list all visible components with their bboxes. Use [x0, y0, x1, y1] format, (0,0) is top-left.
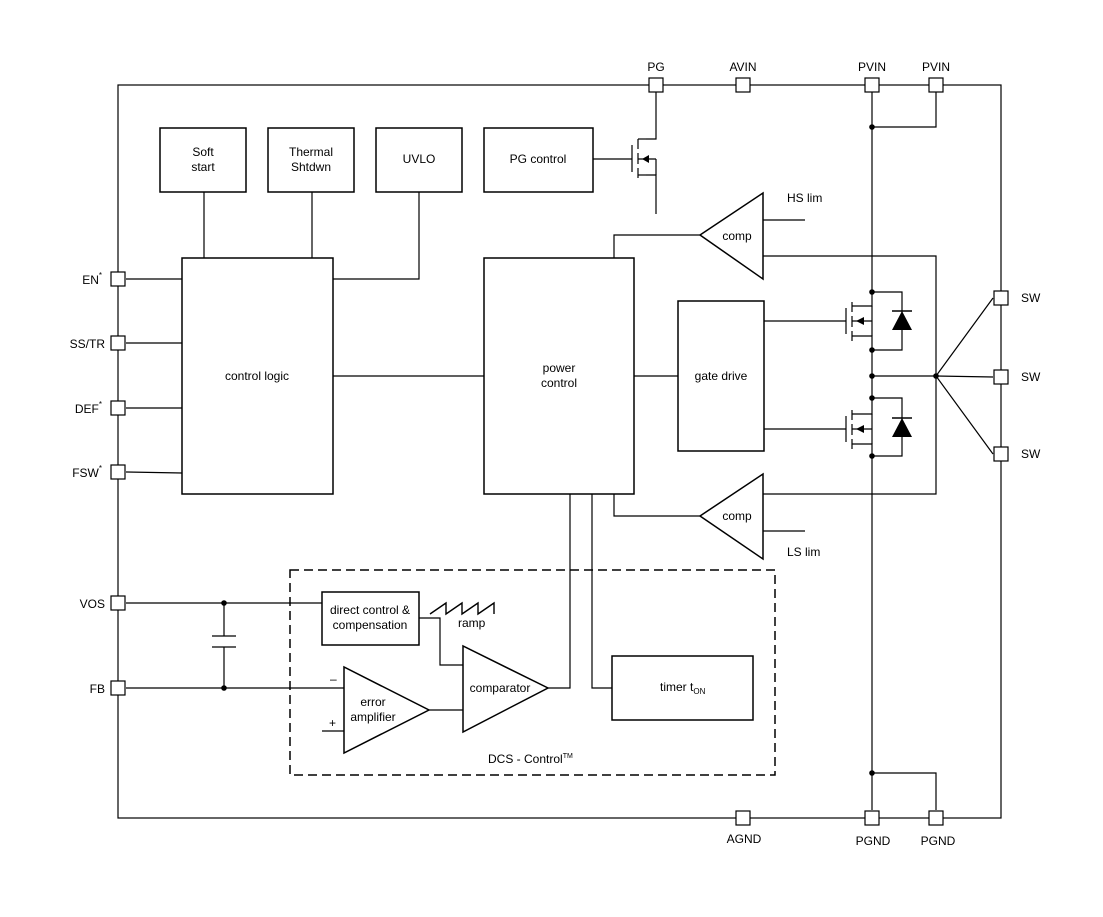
thermal-line1: Thermal	[289, 145, 333, 159]
gate-drive-label: gate drive	[695, 369, 748, 383]
pin-label-pg: PG	[647, 60, 664, 74]
pin-label-vos: VOS	[80, 597, 105, 611]
comparator-label: comparator	[470, 681, 531, 695]
pin-pgnd-1	[864, 810, 880, 826]
power-control-line2: control	[541, 376, 577, 390]
high-side-diode-icon	[872, 291, 912, 351]
control-logic-block	[181, 257, 334, 495]
pg-mosfet-icon	[631, 138, 657, 178]
pin-label-sw-1: SW	[1021, 291, 1041, 305]
pin-label-fb: FB	[90, 682, 105, 696]
pin-label-sstr: SS/TR	[70, 337, 106, 351]
error-amp-line1: error	[360, 695, 385, 709]
dcs-control-label: DCS - ControlTM	[488, 752, 573, 766]
direct-control-block	[321, 591, 420, 646]
ls-lim-label: LS lim	[787, 545, 820, 559]
direct-control-line2: compensation	[333, 618, 408, 632]
minus-sign: –	[330, 672, 337, 686]
hs-lim-label: HS lim	[787, 191, 822, 205]
pin-label-sw-3: SW	[1021, 447, 1041, 461]
uvlo-label: UVLO	[403, 152, 436, 166]
pin-label-en: EN*	[82, 271, 102, 287]
pin-vos	[110, 595, 126, 611]
pin-agnd	[735, 810, 751, 826]
error-amplifier-triangle	[343, 665, 431, 755]
ramp-label: ramp	[458, 616, 486, 630]
pin-label-pgnd-1: PGND	[856, 834, 891, 848]
ls-comp-label: comp	[722, 509, 752, 523]
error-amp-line2: amplifier	[350, 710, 395, 724]
pins	[110, 77, 1009, 826]
control-logic-label: control logic	[225, 369, 289, 383]
low-side-mosfet-icon	[845, 398, 873, 456]
soft-start-block	[159, 127, 247, 193]
pin-sw-2	[993, 369, 1009, 385]
pin-label-pgnd-2: PGND	[921, 834, 956, 848]
pin-label-pvin-1: PVIN	[858, 60, 886, 74]
timer-label: timer tON	[660, 680, 706, 696]
ls-comparator	[698, 472, 764, 561]
pin-label-fsw: FSW*	[72, 464, 102, 480]
pin-label-agnd: AGND	[727, 832, 762, 846]
thermal-line2: Shtdwn	[291, 160, 331, 174]
pin-label-pvin-2: PVIN	[922, 60, 950, 74]
dcs-control-region	[289, 569, 776, 776]
pin-pgnd-2	[928, 810, 944, 826]
timer-block	[611, 655, 754, 721]
soft-start-line1: Soft	[192, 145, 214, 159]
direct-control-line1: direct control &	[330, 603, 410, 617]
pin-avin	[735, 77, 751, 93]
pin-sw-1	[993, 290, 1009, 306]
uvlo-block	[375, 127, 463, 193]
pin-label-def: DEF*	[75, 400, 102, 416]
pin-label-avin: AVIN	[729, 60, 756, 74]
soft-start-line2: start	[191, 160, 215, 174]
gate-drive-block	[677, 300, 765, 452]
power-control-block	[483, 257, 635, 495]
pin-def	[110, 400, 126, 416]
pin-pvin-1	[864, 77, 880, 93]
comparator-triangle	[462, 644, 550, 734]
pin-pg	[648, 77, 664, 93]
power-control-line1: power	[543, 361, 576, 375]
hs-comp-label: comp	[722, 229, 752, 243]
low-side-diode-icon	[872, 397, 912, 457]
pg-control-block	[483, 127, 594, 193]
hs-comparator	[698, 191, 764, 281]
pin-label-sw-2: SW	[1021, 370, 1041, 384]
thermal-shutdown-block	[267, 127, 355, 193]
ramp-icon	[429, 601, 495, 616]
pin-fsw	[110, 464, 126, 480]
plus-sign: +	[329, 716, 336, 730]
pin-pvin-2	[928, 77, 944, 93]
high-side-mosfet-icon	[845, 292, 873, 350]
pin-fb	[110, 680, 126, 696]
pin-sstr	[110, 335, 126, 351]
pin-sw-3	[993, 446, 1009, 462]
pg-control-label: PG control	[510, 152, 567, 166]
pin-en	[110, 271, 126, 287]
